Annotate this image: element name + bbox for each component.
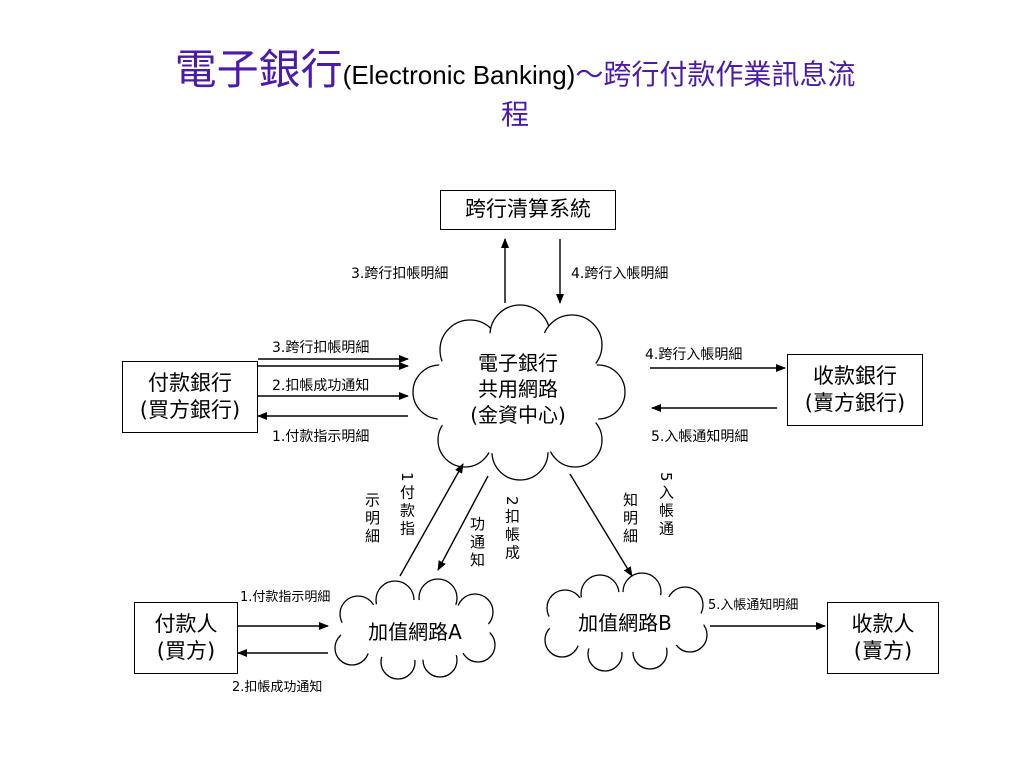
flow-label-v5b: 知明細	[621, 492, 639, 546]
title-latin: (Electronic Banking)	[342, 60, 576, 90]
payer-sublabel: (買方)	[156, 639, 216, 663]
title-rest: ～跨行付款作業訊息流	[575, 58, 856, 91]
van-a-cloud-shape	[334, 578, 496, 680]
page-title: 電子銀行(Electronic Banking)～跨行付款作業訊息流 程	[60, 44, 970, 132]
flow-label-v5a: 5入帳通	[657, 472, 675, 539]
clearing-system-label: 跨行清算系統	[465, 197, 591, 222]
payer-bank-box: 付款銀行 (買方銀行)	[122, 361, 258, 433]
van-b-cloud-shape	[544, 572, 708, 672]
van-a-label: 加值網路A	[368, 620, 462, 644]
payee-bank-box: 收款銀行 (賣方銀行)	[787, 354, 923, 426]
payee-label: 收款人	[851, 611, 915, 636]
payer-bank-sublabel: (買方銀行)	[139, 398, 241, 422]
flow-label-v2a: 2扣帳成	[503, 496, 521, 563]
flow-label-left-1: 3.跨行扣帳明細	[272, 340, 370, 356]
payee-sublabel: (賣方)	[853, 639, 913, 663]
flow-label-v1b: 示明細	[363, 492, 381, 546]
flow-label-left-2: 2.扣帳成功通知	[272, 378, 370, 394]
center-cloud-shape	[412, 304, 626, 481]
flow-label-bottom-left-2: 2.扣帳成功通知	[232, 680, 323, 695]
title-last: 程	[500, 97, 529, 131]
flow-label-v1a: 1付款指	[398, 472, 416, 539]
payee-box: 收款人 (賣方)	[827, 602, 939, 674]
flow-label-top-right: 4.跨行入帳明細	[571, 266, 669, 282]
payer-box: 付款人 (買方)	[134, 602, 238, 674]
flow-label-bottom-right: 5.入帳通知明細	[708, 598, 799, 613]
flow-label-right-1: 4.跨行入帳明細	[645, 347, 743, 363]
flow-label-v2b: 功通知	[468, 516, 486, 570]
payee-bank-label: 收款銀行	[813, 363, 897, 388]
clearing-system-box: 跨行清算系統	[440, 190, 616, 230]
flow-label-bottom-left-1: 1.付款指示明細	[240, 590, 331, 605]
flow-label-right-2: 5.入帳通知明細	[651, 429, 749, 445]
title-main: 電子銀行	[174, 45, 343, 94]
van-b-label: 加值網路B	[578, 611, 672, 635]
flow-label-left-3: 1.付款指示明細	[272, 429, 370, 445]
flow-label-top-left: 3.跨行扣帳明細	[351, 266, 449, 282]
payer-bank-label: 付款銀行	[148, 370, 232, 395]
center-network-line1: 電子銀行	[478, 351, 558, 375]
center-network-label: 電子銀行 共用網路 (金資中心)	[448, 350, 588, 428]
payee-bank-sublabel: (賣方銀行)	[804, 391, 906, 415]
payer-label: 付款人	[154, 611, 218, 636]
center-network-line2: 共用網路	[478, 377, 558, 401]
center-network-line3: (金資中心)	[470, 403, 566, 427]
